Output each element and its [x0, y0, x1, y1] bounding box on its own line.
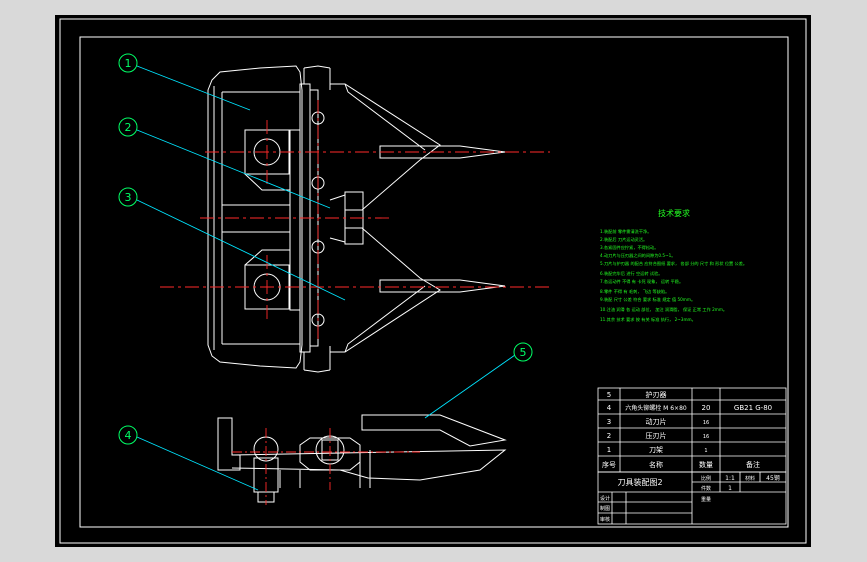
tech-line: 10.注油 润滑 各 运动 部位， 加注 润滑脂， 保证 正常 工作 2mm。 — [600, 306, 727, 313]
balloon-1[interactable]: 1 — [118, 53, 138, 73]
bom-qty: 16 — [703, 434, 709, 440]
bom-header-name: 名称 — [649, 460, 663, 469]
material-label: 材料 — [745, 475, 755, 482]
tech-line: 9.装配 尺寸 公差 符合 要求 标准 规定 值 50mm。 — [600, 296, 695, 303]
outer-frame — [59, 18, 807, 544]
tech-requirements: 1.装配前 零件需清洗干净。 2.装配后 刀片运动灵活。 3.各紧固件应拧紧，不… — [600, 228, 747, 323]
sheet-label: 件数 — [701, 485, 711, 492]
bom-header-no: 序号 — [602, 460, 616, 469]
leader-lines — [136, 65, 516, 491]
bom-qty: 20 — [702, 404, 711, 412]
material-value: 45钢 — [766, 474, 780, 482]
tech-line: 3.各紧固件应拧紧，不得松动。 — [600, 244, 658, 251]
sheet-value: 1 — [728, 485, 732, 492]
bom-no: 1 — [607, 446, 611, 454]
bom-table — [597, 387, 787, 525]
tech-line: 1.装配前 零件需清洗干净。 — [600, 228, 651, 235]
bom-header-note: 备注 — [746, 460, 760, 469]
tech-line: 4.动刀片与压刃器之间的间隙为0.5~1。 — [600, 252, 675, 259]
bom-no: 5 — [607, 391, 611, 399]
bom-name: 压刃片 — [646, 431, 667, 440]
tech-line: 11.其余 技术 要求 按 有关 标准 执行， 2~3mm。 — [600, 316, 696, 323]
bom-no: 2 — [607, 432, 611, 440]
tech-line: 8.零件 不得 有 毛刺， 飞边 等缺陷。 — [600, 288, 669, 295]
bom-qty: 16 — [703, 420, 709, 426]
balloon-5-label: 5 — [520, 346, 527, 359]
balloon-4[interactable]: 4 — [118, 425, 138, 445]
tb-row-draw: 制图 — [600, 505, 610, 512]
balloon-4-label: 4 — [125, 429, 132, 442]
top-view — [207, 65, 506, 373]
bom-no: 4 — [607, 404, 612, 412]
balloon-3[interactable]: 3 — [118, 187, 138, 207]
bom-name: 六角头铆螺栓 M 6×80 — [625, 404, 687, 412]
tech-line: 2.装配后 刀片运动灵活。 — [600, 236, 647, 243]
drawing-background — [55, 15, 811, 547]
bom-rows: 5 护刃器 4 六角头铆螺栓 M 6×80 20 GB21 G-80 3 动刀片… — [602, 390, 772, 469]
bom-qty: 1 — [704, 448, 707, 454]
scale-value: 1:1 — [725, 475, 735, 482]
tech-line: 5.刀片与护刃器 的配合 应符合图纸 要求， 各部 分的 尺寸 和 形状 位置 … — [600, 260, 747, 267]
tech-requirements-title: 技术要求 — [658, 208, 690, 218]
bom-note: GB21 G-80 — [734, 404, 772, 412]
bom-name: 动刀片 — [646, 417, 667, 426]
centerlines — [160, 100, 550, 340]
bom-name: 护刃器 — [646, 390, 667, 399]
balloon-2[interactable]: 2 — [118, 117, 138, 137]
tech-line: 6.装配完毕后 进行 空运转 试验。 — [600, 270, 662, 277]
balloon-5[interactable]: 5 — [513, 342, 533, 362]
balloon-1-label: 1 — [125, 57, 132, 70]
scale-label: 比例 — [701, 475, 711, 482]
inner-frame — [79, 36, 789, 528]
side-centerlines — [232, 428, 420, 505]
bom-no: 3 — [607, 418, 611, 426]
tb-row-design: 设计 — [600, 495, 610, 502]
tech-line: 7.各运动件 不得 有 卡死 现象， 运转 平稳。 — [600, 278, 683, 285]
drawing-name: 刀具装配图2 — [617, 477, 662, 487]
weight-label: 重量 — [701, 496, 711, 503]
title-block: 刀具装配图2 比例 1:1 材料 45钢 件数 1 重量 设计 制图 审核 — [600, 474, 780, 523]
balloon-3-label: 3 — [125, 191, 132, 204]
tb-row-check: 审核 — [600, 516, 610, 523]
balloon-2-label: 2 — [125, 121, 132, 134]
bom-name: 刀架 — [649, 446, 663, 454]
bom-header-qty: 数量 — [699, 460, 713, 469]
